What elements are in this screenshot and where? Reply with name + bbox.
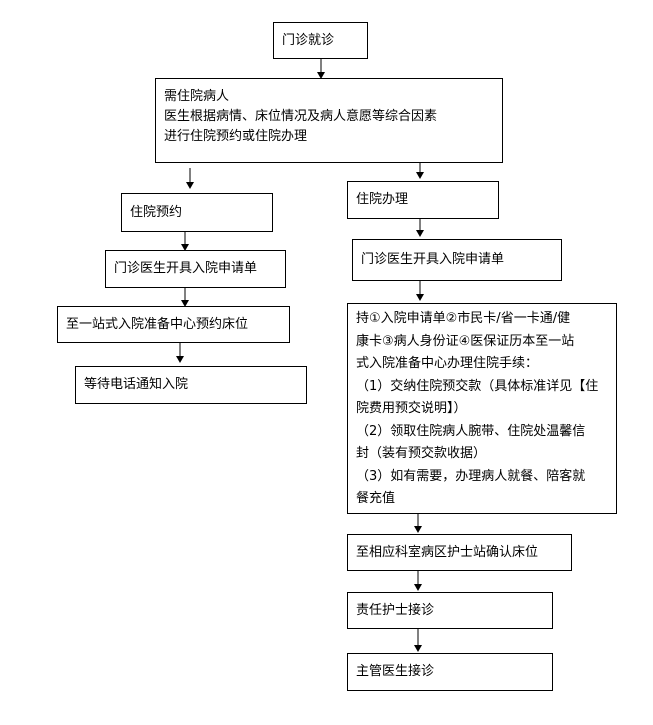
node-wait-phone-call: 等待电话通知入院	[75, 366, 307, 404]
procedures-line-2: 康卡③病人身份证④医保证历本至一站	[356, 333, 575, 349]
node-right-outpatient-request: 门诊医生开具入院申请单	[352, 239, 562, 281]
procedures-line-4: （1）交纳住院预交款（具体标准详见【住	[356, 378, 599, 394]
procedures-line-1: 持①入院申请单②市民卡/省一卡通/健	[356, 311, 571, 326]
node-responsible-nurse: 责任护士接诊	[347, 592, 553, 629]
node-attending-doctor-label: 主管医生接诊	[356, 664, 435, 679]
procedures-line-6: （2）领取住院病人腕带、住院处温馨信	[356, 423, 586, 439]
need-line-2: 医生根据病情、床位情况及病人意愿等综合因素	[164, 109, 438, 124]
node-outpatient-visit: 门诊就诊	[273, 22, 368, 59]
node-responsible-nurse-label: 责任护士接诊	[356, 602, 435, 618]
node-confirm-bed-label: 至相应科室病区护士站确认床位	[356, 544, 539, 560]
node-admission-handling-label: 住院办理	[356, 192, 409, 207]
procedures-line-5: 院费用预交说明】）	[356, 401, 467, 416]
node-one-stop-reserve-bed-label: 至一站式入院准备中心预约床位	[66, 316, 249, 332]
node-need-hospitalization: 需住院病人 医生根据病情、床位情况及病人意愿等综合因素 进行住院预约或住院办理	[155, 78, 503, 163]
procedures-line-8: （3）如有需要，办理病人就餐、陪客就	[356, 468, 586, 484]
procedures-line-3: 式入院准备中心办理住院手续：	[356, 356, 539, 371]
need-line-3: 进行住院预约或住院办理	[164, 129, 308, 144]
need-line-1: 需住院病人	[164, 89, 230, 104]
procedures-line-9: 餐充值	[356, 491, 396, 506]
node-confirm-bed: 至相应科室病区护士站确认床位	[347, 534, 572, 571]
node-hospital-reservation-label: 住院预约	[130, 204, 183, 220]
node-right-outpatient-request-label: 门诊医生开具入院申请单	[361, 252, 505, 267]
node-attending-doctor: 主管医生接诊	[347, 653, 553, 691]
node-hospital-reservation: 住院预约	[121, 193, 273, 232]
node-admission-procedures: 持①入院申请单②市民卡/省一卡通/健 康卡③病人身份证④医保证历本至一站 式入院…	[347, 303, 617, 514]
node-outpatient-visit-label: 门诊就诊	[282, 32, 335, 48]
node-left-outpatient-request: 门诊医生开具入院申请单	[105, 250, 286, 288]
procedures-line-7: 封（装有预交款收据）	[356, 446, 487, 461]
node-one-stop-reserve-bed: 至一站式入院准备中心预约床位	[57, 306, 290, 343]
node-admission-handling: 住院办理	[347, 181, 499, 219]
node-wait-phone-call-label: 等待电话通知入院	[84, 377, 189, 392]
node-left-outpatient-request-label: 门诊医生开具入院申请单	[114, 261, 258, 276]
